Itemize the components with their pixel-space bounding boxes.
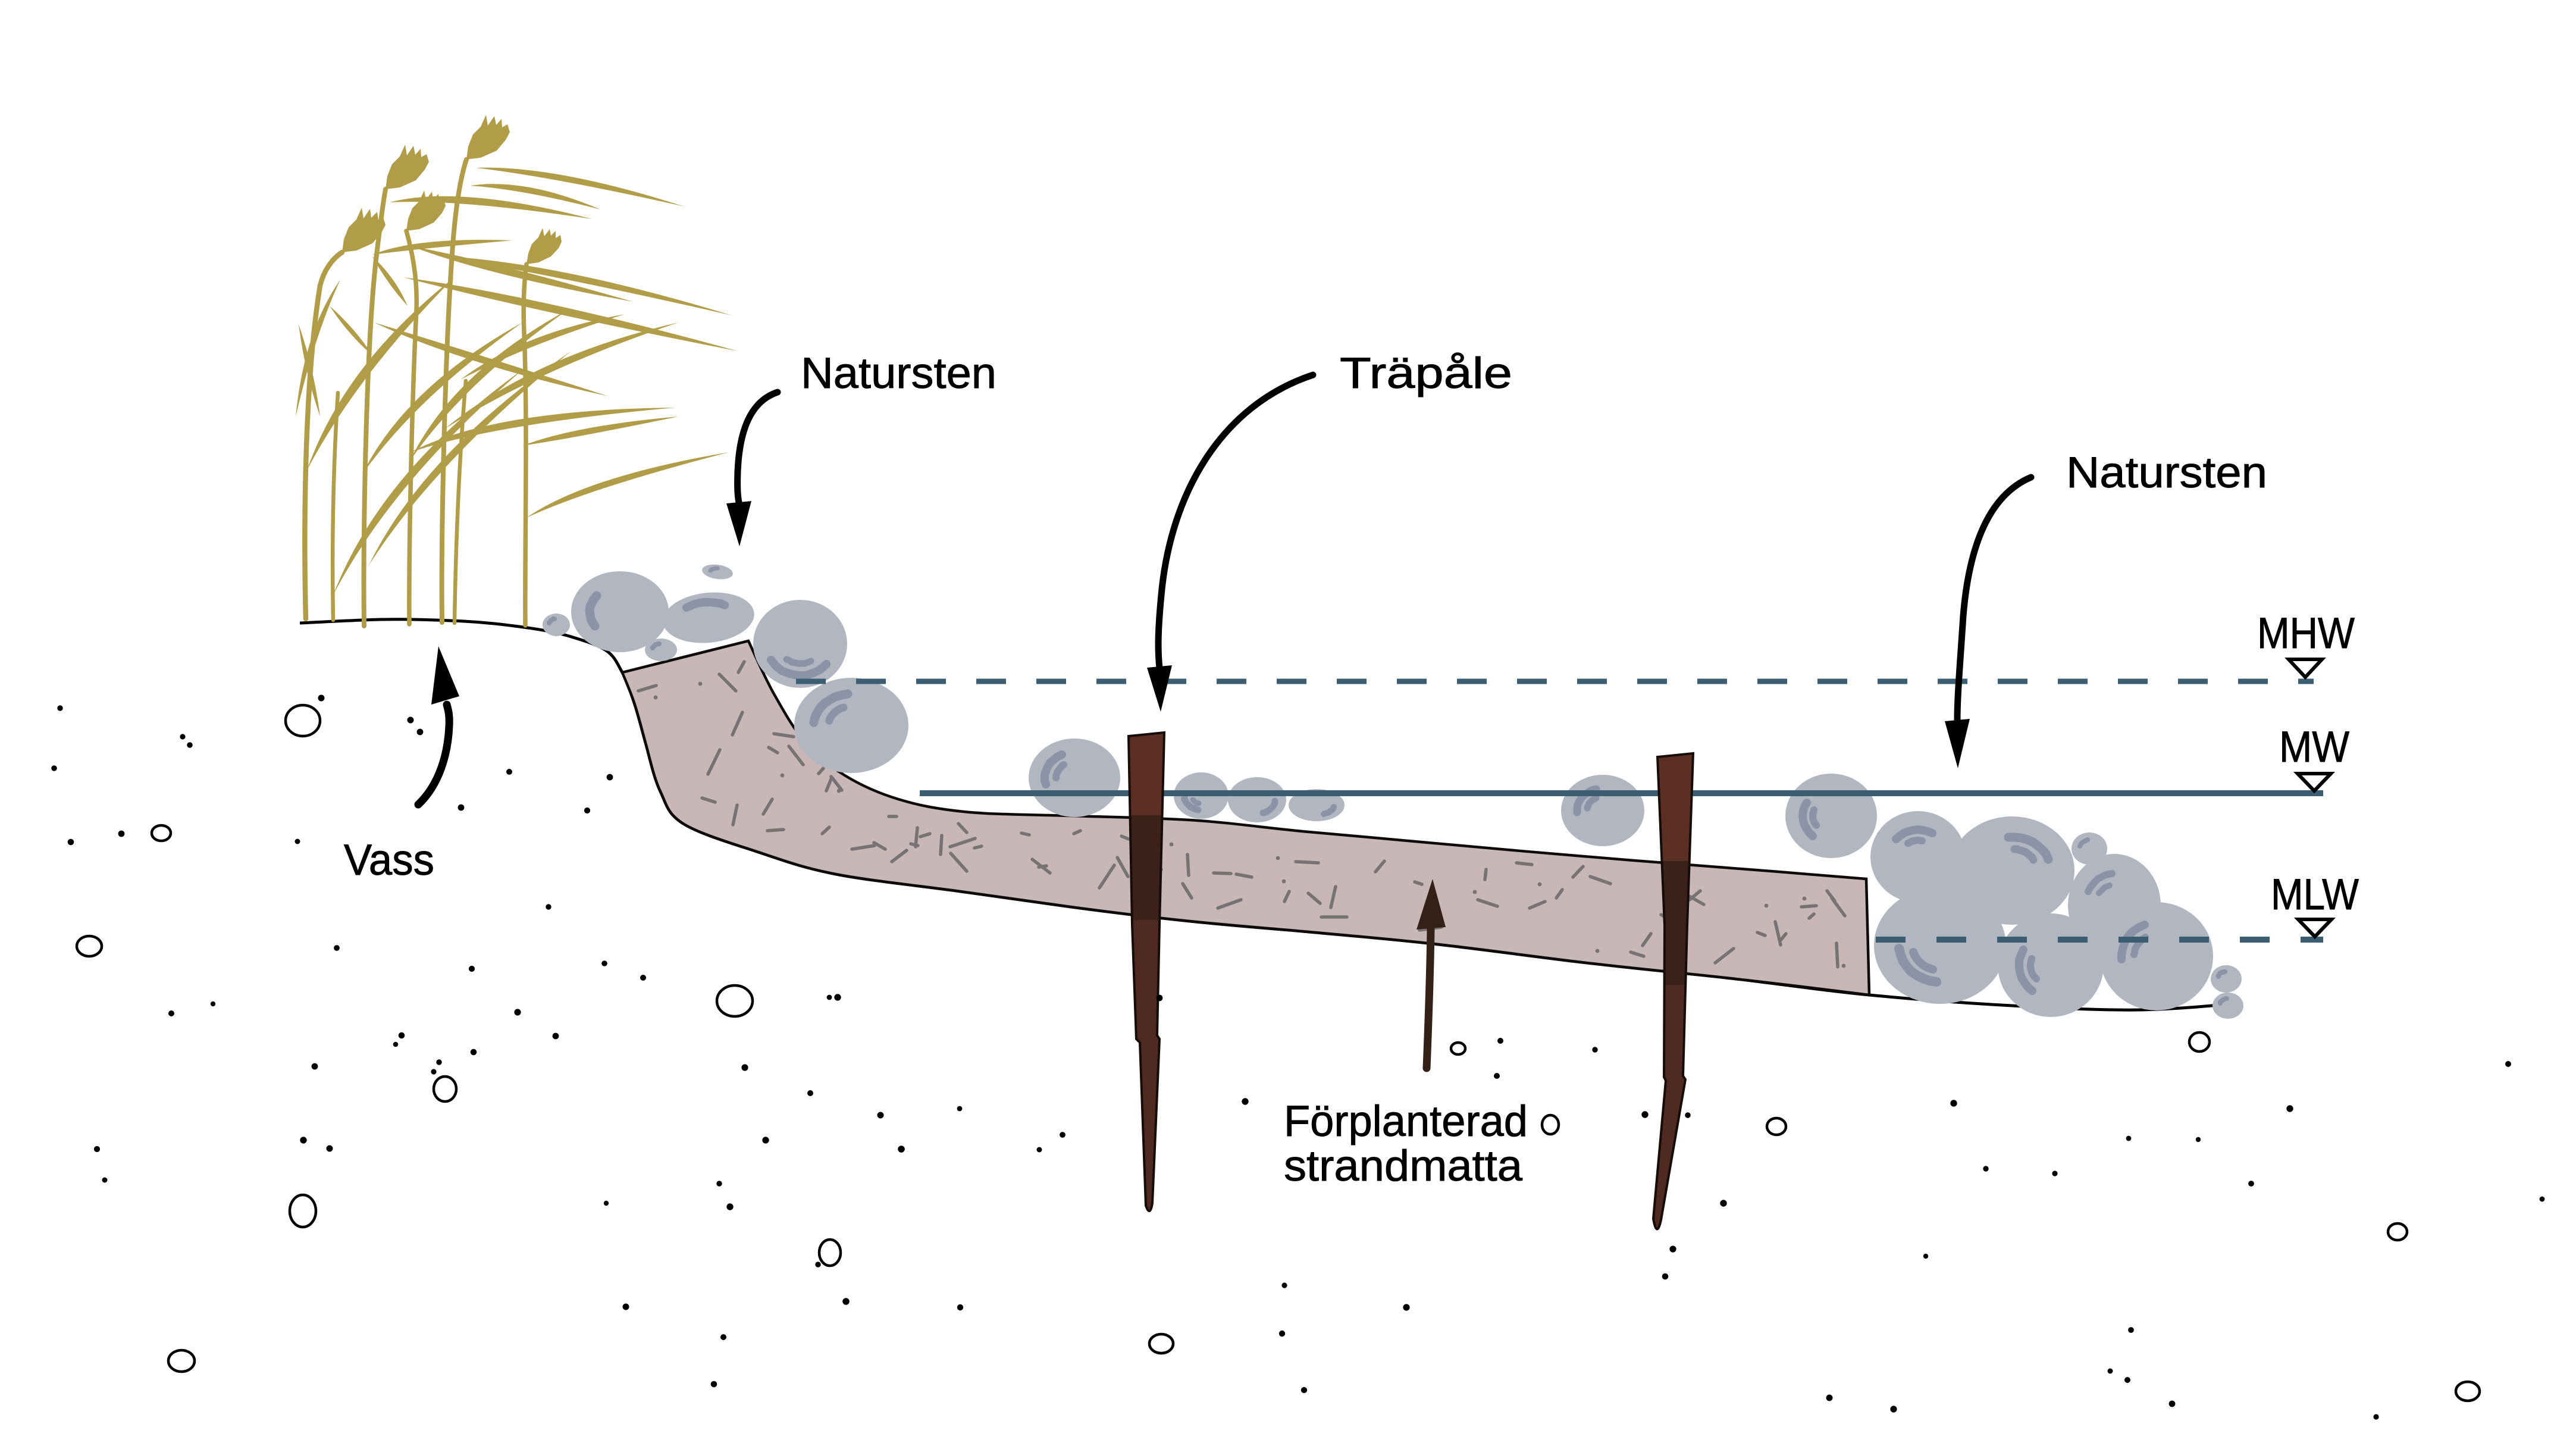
svg-text:Träpåle: Träpåle xyxy=(1340,349,1512,398)
svg-text:MHW: MHW xyxy=(2257,609,2355,658)
svg-text:Vass: Vass xyxy=(344,836,434,884)
svg-text:Natursten: Natursten xyxy=(2066,449,2267,497)
svg-text:MLW: MLW xyxy=(2271,871,2359,919)
svg-text:MW: MW xyxy=(2279,723,2349,771)
svg-text:Förplanterad: Förplanterad xyxy=(1284,1097,1528,1146)
svg-text:strandmatta: strandmatta xyxy=(1284,1142,1522,1190)
svg-text:Natursten: Natursten xyxy=(801,349,996,398)
